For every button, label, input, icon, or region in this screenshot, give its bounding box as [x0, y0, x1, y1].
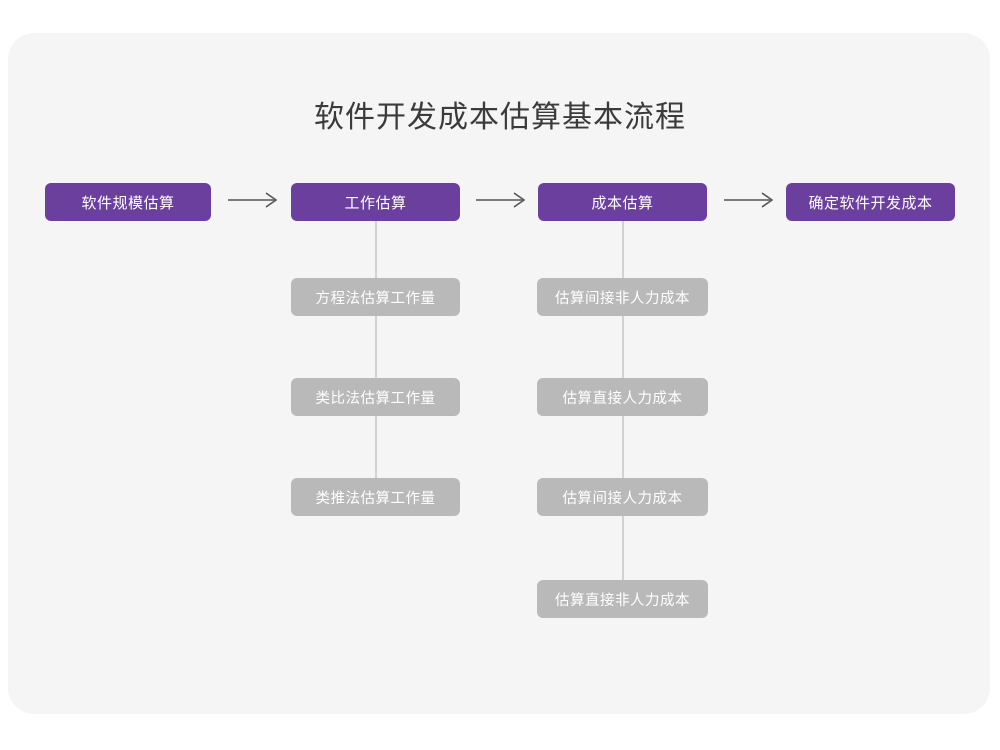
sub-node-label: 估算间接非人力成本 [555, 290, 690, 307]
arrow-right-icon-2 [476, 192, 526, 208]
sub-node-label: 类比法估算工作量 [315, 390, 436, 407]
flow-node-determine-development-cost[interactable]: 确定软件开发成本 [786, 183, 955, 221]
sub-node-analogy-method-workload[interactable]: 类比法估算工作量 [291, 378, 460, 416]
arrow-right-icon-3 [724, 192, 774, 208]
page-title: 软件开发成本估算基本流程 [314, 101, 686, 134]
sub-node-label: 估算直接人力成本 [562, 390, 683, 407]
connector-line-cost-1 [622, 221, 624, 280]
diagram-card [8, 33, 990, 714]
connector-line-cost-2 [622, 316, 624, 378]
arrow-right-icon-1 [228, 192, 278, 208]
connector-line-work-3 [375, 416, 377, 478]
flow-node-label: 确定软件开发成本 [808, 194, 933, 212]
sub-node-label: 估算间接人力成本 [562, 490, 683, 507]
connector-line-cost-4 [622, 516, 624, 580]
flow-node-cost-estimation[interactable]: 成本估算 [538, 183, 707, 221]
flow-node-label: 软件规模估算 [81, 194, 175, 212]
flow-node-software-scale-estimation[interactable]: 软件规模估算 [45, 183, 211, 221]
sub-node-equation-method-workload[interactable]: 方程法估算工作量 [291, 278, 460, 316]
connector-line-cost-3 [622, 416, 624, 478]
sub-node-label: 类推法估算工作量 [315, 490, 436, 507]
connector-line-work-1 [375, 221, 377, 280]
sub-node-indirect-labor-cost[interactable]: 估算间接人力成本 [537, 478, 708, 516]
flow-node-work-estimation[interactable]: 工作估算 [291, 183, 460, 221]
sub-node-direct-labor-cost[interactable]: 估算直接人力成本 [537, 378, 708, 416]
sub-node-label: 估算直接非人力成本 [555, 592, 690, 609]
sub-node-direct-non-labor-cost[interactable]: 估算直接非人力成本 [537, 580, 708, 618]
flow-node-label: 成本估算 [591, 194, 654, 212]
sub-node-label: 方程法估算工作量 [315, 290, 436, 307]
sub-node-inference-method-workload[interactable]: 类推法估算工作量 [291, 478, 460, 516]
connector-line-work-2 [375, 316, 377, 378]
sub-node-indirect-non-labor-cost[interactable]: 估算间接非人力成本 [537, 278, 708, 316]
flow-node-label: 工作估算 [344, 194, 407, 212]
